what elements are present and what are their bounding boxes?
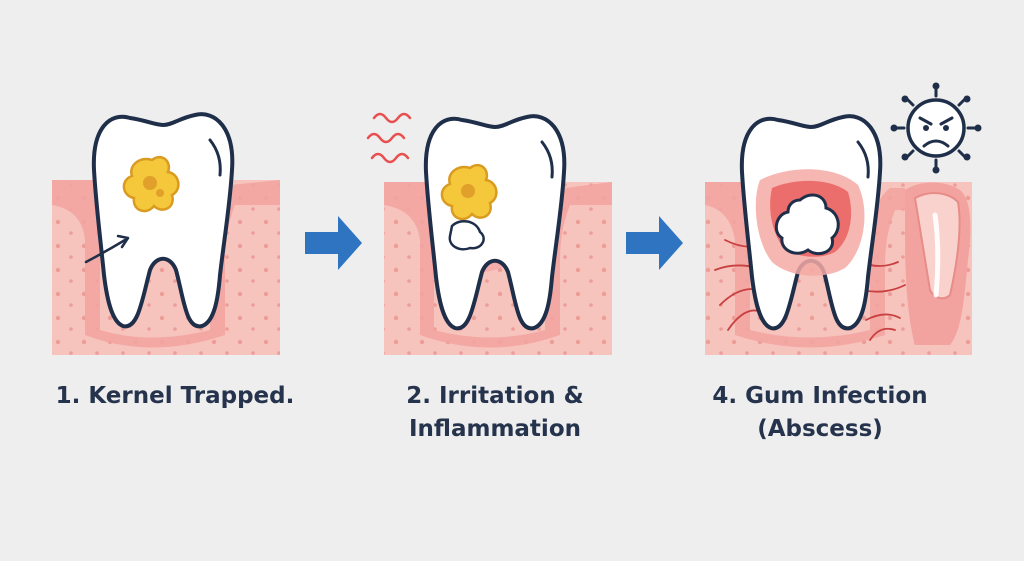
infection-veins — [714, 239, 906, 341]
tooth — [91, 112, 235, 329]
step-2-caption-line-2: Inflammation — [408, 416, 581, 442]
step-4-caption: 4. Gum Infection (Abscess) — [690, 380, 950, 446]
step-1-caption-line-1: 1. Kernel Trapped. — [55, 383, 295, 409]
right-arrow-icon — [626, 216, 683, 270]
angry-germ-icon — [890, 82, 982, 174]
panel-1 — [52, 112, 280, 355]
panel-3 — [705, 82, 982, 355]
popcorn-kernel-icon — [440, 163, 498, 251]
trap-arrow — [84, 234, 130, 264]
step-4-caption-line-1: 4. Gum Infection — [712, 383, 928, 409]
irritation-squiggle-icon — [366, 112, 412, 164]
popcorn-kernel-icon — [122, 155, 180, 213]
step-2-caption-line-1: 2. Irritation & — [406, 383, 584, 409]
step-2-caption: 2. Irritation & Inflammation — [360, 380, 630, 446]
pus-pocket — [774, 193, 840, 255]
step-1-caption: 1. Kernel Trapped. — [40, 380, 310, 413]
step-4-caption-line-2: (Abscess) — [757, 416, 883, 442]
panel-2 — [366, 112, 612, 355]
right-arrow-icon — [305, 216, 362, 270]
abscess-swelling — [905, 182, 971, 345]
